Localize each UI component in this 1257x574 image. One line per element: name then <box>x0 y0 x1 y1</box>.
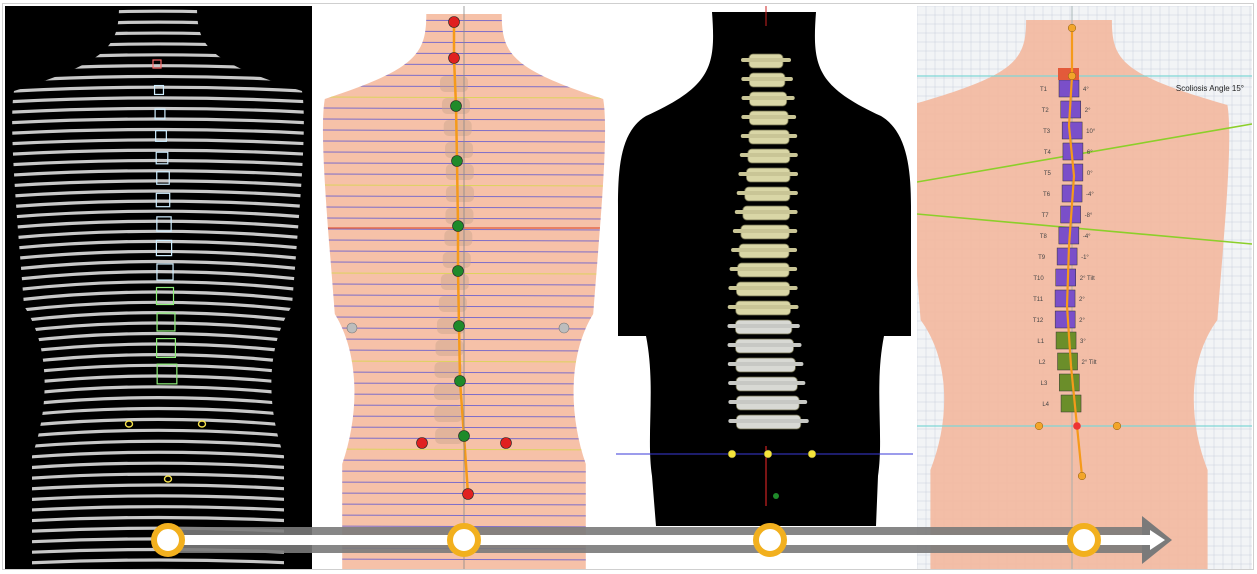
timeline-node <box>154 526 182 554</box>
timeline-node <box>1070 526 1098 554</box>
timeline-highlight <box>168 535 1153 545</box>
timeline-node <box>756 526 784 554</box>
timeline-node <box>450 526 478 554</box>
